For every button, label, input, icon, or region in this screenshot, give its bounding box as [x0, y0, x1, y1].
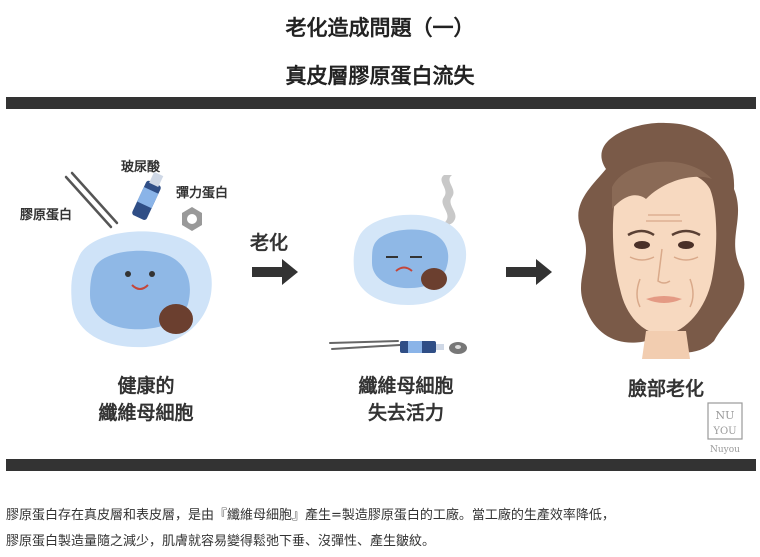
healthy-label-line1: 健康的	[117, 374, 174, 397]
smoke-icon	[441, 175, 456, 225]
healthy-cell-left-eye	[125, 271, 131, 277]
inactive-fibroblast-group: 纖維母細胞 失去活力	[329, 175, 467, 424]
healthy-label-line2: 纖維母細胞	[98, 401, 193, 424]
nasolabial-folds	[636, 278, 694, 308]
collagen-icon	[64, 171, 119, 229]
inactive-cell-nucleus	[421, 268, 447, 290]
inactive-label-line2: 失去活力	[368, 401, 444, 424]
page-title: 老化造成問題（一）	[285, 16, 475, 40]
page-subtitle: 真皮層膠原蛋白流失	[285, 64, 475, 88]
arrow-right-icon	[506, 259, 552, 285]
arrow-right-icon	[252, 259, 298, 285]
nuyou-logo: NU YOU Nuyou	[707, 402, 743, 455]
lips	[646, 296, 682, 303]
logo-mark-bottom: YOU	[712, 426, 736, 437]
left-eyebrow	[627, 229, 655, 237]
top-divider-bar	[6, 97, 756, 109]
right-eye	[678, 241, 694, 249]
bottom-divider-bar	[6, 459, 756, 471]
elastin-nut-icon	[182, 207, 202, 231]
healthy-cell-smile	[131, 284, 149, 290]
logo-brand: Nuyou	[710, 445, 740, 455]
healthy-fibroblast-group: 膠原蛋白 玻尿酸 彈力蛋白 健康的 纖維母細胞	[20, 159, 228, 424]
face-aging-label: 臉部老化	[628, 377, 704, 400]
inactive-label-line1: 纖維母細胞	[358, 374, 453, 397]
healthy-cell-right-eye	[149, 271, 155, 277]
hyaluronic-acid-bottle-icon	[132, 171, 164, 220]
forehead-wrinkles	[646, 214, 682, 222]
hair-front	[612, 161, 712, 209]
description-line-1: 膠原蛋白存在真皮層和表皮層，是由『纖維母細胞』產生=製造膠原蛋白的工廠。當工廠的…	[6, 508, 615, 523]
aged-face-illustration: 臉部老化	[578, 122, 745, 400]
nose	[657, 248, 671, 284]
aging-arrow-label: 老化	[250, 231, 288, 254]
scattered-bottle-icon	[400, 341, 444, 353]
description-paragraph: 膠原蛋白存在真皮層和表皮層，是由『纖維母細胞』產生=製造膠原蛋白的工廠。當工廠的…	[6, 503, 756, 555]
elastin-label: 彈力蛋白	[176, 185, 228, 201]
right-eye-bag	[673, 256, 699, 261]
neck	[642, 331, 690, 359]
scattered-collagen-icon	[329, 340, 401, 350]
description-line-2: 膠原蛋白製造量隨之減少，肌膚就容易變得鬆弛下垂、沒彈性、產生皺紋。	[6, 534, 436, 549]
healthy-cell-nucleus	[159, 304, 193, 334]
aging-illustration: 膠原蛋白 玻尿酸 彈力蛋白 健康的 纖維母細胞 老化	[20, 122, 745, 455]
left-eye-bag	[629, 256, 655, 261]
face-skin	[612, 168, 717, 335]
left-eye	[634, 241, 650, 249]
collagen-label: 膠原蛋白	[20, 207, 72, 223]
hyaluronic-acid-label: 玻尿酸	[121, 159, 161, 175]
scattered-nut-icon	[449, 342, 467, 354]
inactive-cell-frown	[395, 266, 413, 272]
right-eyebrow	[671, 229, 701, 237]
logo-mark-top: NU	[716, 409, 735, 422]
